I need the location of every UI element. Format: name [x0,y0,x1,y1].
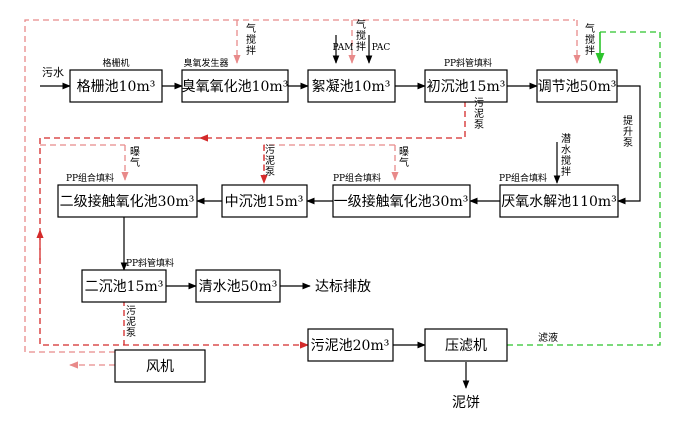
label-pp-combo-3: PP组合填料 [66,172,114,184]
label-sludge-pump-1: 污泥泵 [474,97,484,131]
box-ozone: 臭氧氧化池10m³ [181,69,289,103]
label-lift-pump: 提升泵 [623,115,633,149]
box-equalization: 调节池50m³ [536,69,618,103]
label-inflow: 污水 [42,66,64,79]
label-pp-incline-2: PP斜管填料 [126,257,174,269]
label-discharge: 达标排放 [315,279,371,295]
label-aeration-1: 曝气 [399,146,409,169]
label-air-stir-2: 气搅拌 [356,18,366,53]
box-grille-label: 格栅池10m³ [77,79,156,95]
filtrate-line [507,31,661,346]
label-pp-combo-1: PP组合填料 [499,172,547,184]
label-sub-stir: 潜水搅拌 [561,132,571,178]
box-clear-water: 清水池50m³ [195,269,281,303]
box-sludge-label: 污泥池20m³ [311,338,390,354]
box-secondary-settling: 二沉池15m³ [81,269,167,303]
box-mid-label: 中沉池15m³ [225,194,304,210]
box-primary-settling: 初沉池15m³ [424,69,508,103]
box-clear-label: 清水池50m³ [199,279,278,295]
box-contact-oxidation-2: 二级接触氧化池30m³ [57,184,198,218]
box-contact-oxidation-1: 一级接触氧化池30m³ [332,184,471,218]
label-cake: 泥饼 [452,395,480,411]
box-coagulation: 絮凝池10m³ [307,69,396,103]
label-air-stir-3: 气搅拌 [585,22,595,57]
label-ozone-generator: 臭氧发生器 [183,57,228,69]
box-grille: 格栅池10m³ [69,69,163,103]
box-anaerobic-hydrolysis: 厌氧水解池110m³ [499,184,619,218]
sludge-lines [36,91,466,349]
box-secondary-label: 二沉池15m³ [85,279,164,295]
label-aeration-2: 曝气 [130,146,140,169]
label-grille-equip: 格栅机 [102,57,129,69]
box-anaerobic-label: 厌氧水解池110m³ [501,194,617,210]
label-pp-combo-2: PP组合填料 [333,172,381,184]
box-filter-press: 压滤机 [424,328,508,362]
box-blower: 风机 [114,349,206,383]
box-contact2-label: 二级接触氧化池30m³ [60,193,195,210]
box-ozone-label: 臭氧氧化池10m³ [182,79,289,95]
box-primary-label: 初沉池15m³ [427,78,506,95]
box-coag-label: 絮凝池10m³ [312,78,391,95]
box-contact1-label: 一级接触氧化池30m³ [334,193,469,210]
main-flow-lines [40,35,641,389]
box-equal-label: 调节池50m³ [538,79,617,95]
label-air-stir-1: 气搅拌 [246,22,256,57]
label-sludge-pump-3: 污泥泵 [126,305,136,339]
box-sludge-tank: 污泥池20m³ [307,328,394,362]
label-pac: PAC [372,43,391,53]
box-press-label: 压滤机 [445,338,487,354]
label-filtrate: 滤液 [538,331,558,344]
box-mid-settling: 中沉池15m³ [221,184,308,218]
box-blower-label: 风机 [146,359,174,375]
label-sludge-pump-2: 污泥泵 [265,144,275,178]
label-pp-incline-1: PP斜管填料 [444,57,492,69]
label-pam: PAM [333,43,354,53]
